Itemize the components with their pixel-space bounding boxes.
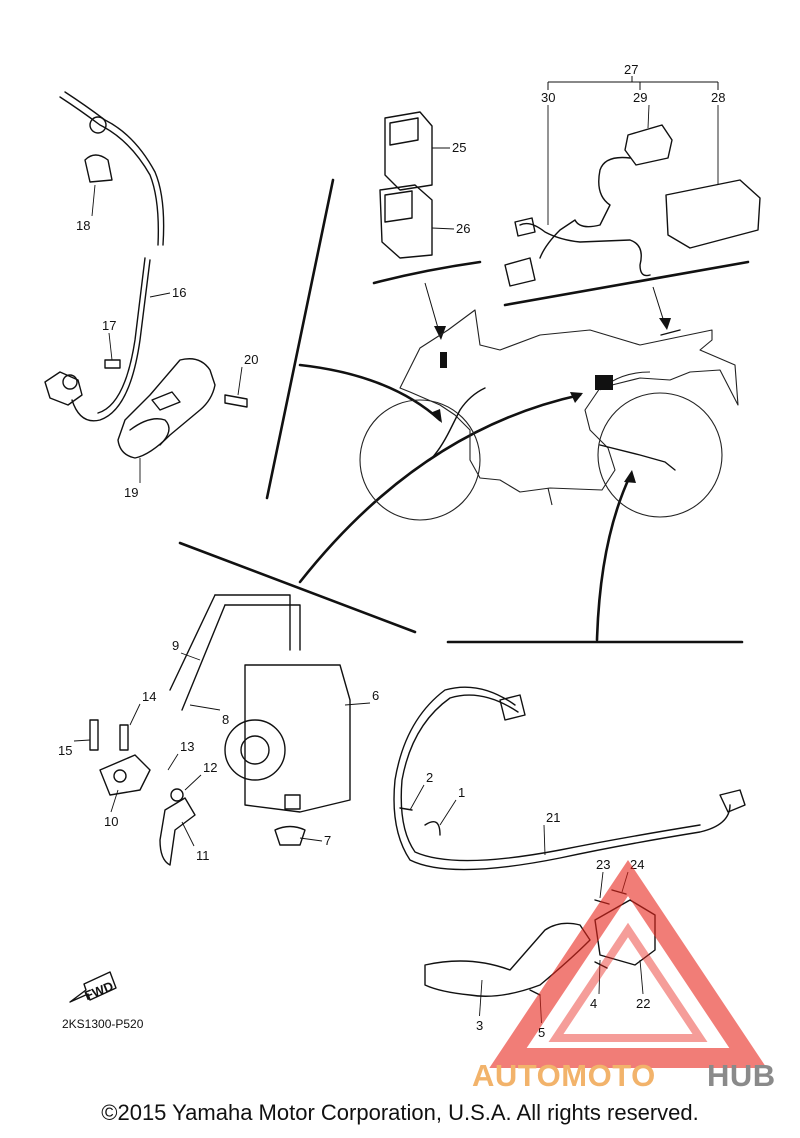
leader-13 bbox=[167, 753, 179, 771]
callout-15: 15 bbox=[58, 743, 72, 758]
leader-14 bbox=[129, 703, 141, 726]
callout-2: 2 bbox=[426, 770, 433, 785]
callout-10: 10 bbox=[104, 814, 118, 829]
couplers bbox=[379, 111, 433, 259]
leader-26 bbox=[431, 227, 455, 230]
diagram-code: 2KS1300-P520 bbox=[62, 1017, 144, 1031]
motorcycle-outline bbox=[359, 309, 739, 521]
callout-6: 6 bbox=[372, 688, 379, 703]
leader-17 bbox=[108, 332, 113, 361]
callout-14: 14 bbox=[142, 689, 156, 704]
watermark-part2: HUB bbox=[707, 1058, 776, 1093]
leader-8 bbox=[189, 704, 221, 711]
callout-1: 1 bbox=[458, 785, 465, 800]
callout-4: 4 bbox=[590, 996, 597, 1011]
leader-3 bbox=[479, 979, 483, 1017]
leader-18 bbox=[91, 184, 96, 217]
callout-7: 7 bbox=[324, 833, 331, 848]
callout-leaders bbox=[73, 104, 719, 1024]
leader-20 bbox=[237, 366, 243, 396]
callout-20: 20 bbox=[244, 352, 258, 367]
callout-19: 19 bbox=[124, 485, 138, 500]
copyright-notice: ©2015 Yamaha Motor Corporation, U.S.A. A… bbox=[101, 1100, 699, 1125]
callout-13: 13 bbox=[180, 739, 194, 754]
callout-22: 22 bbox=[636, 996, 650, 1011]
callout-27: 27 bbox=[624, 62, 638, 77]
leader-22 bbox=[639, 959, 644, 995]
leader-4 bbox=[598, 959, 601, 995]
leader-9 bbox=[180, 652, 201, 661]
section-lines bbox=[178, 178, 750, 644]
callout-3: 3 bbox=[476, 1018, 483, 1033]
callout-26: 26 bbox=[456, 221, 470, 236]
leader-6 bbox=[344, 702, 371, 706]
callout-16: 16 bbox=[172, 285, 186, 300]
callout-23: 23 bbox=[596, 857, 610, 872]
callout-25: 25 bbox=[452, 140, 466, 155]
leader-12 bbox=[184, 774, 202, 791]
hydraulic-unit bbox=[89, 594, 351, 866]
callout-17: 17 bbox=[102, 318, 116, 333]
leader-15 bbox=[73, 739, 91, 742]
watermark-part1: AUTOMOTO bbox=[472, 1058, 656, 1093]
callout-5: 5 bbox=[538, 1025, 545, 1040]
callout-24: 24 bbox=[630, 857, 644, 872]
sensor-assembly-front bbox=[44, 91, 248, 459]
callout-9: 9 bbox=[172, 638, 179, 653]
callout-28: 28 bbox=[711, 90, 725, 105]
callout-21: 21 bbox=[546, 810, 560, 825]
leader-2 bbox=[409, 784, 425, 811]
callout-12: 12 bbox=[203, 760, 217, 775]
watermark-logo: AUTOMOTO HUB bbox=[472, 859, 776, 1093]
callout-29: 29 bbox=[633, 90, 647, 105]
leader-23 bbox=[599, 871, 604, 899]
callout-8: 8 bbox=[222, 712, 229, 727]
fwd-arrow-icon: FWD bbox=[69, 971, 117, 1003]
leader-29 bbox=[647, 104, 650, 129]
callout-18: 18 bbox=[76, 218, 90, 233]
leader-7 bbox=[299, 837, 323, 842]
leader-11 bbox=[181, 821, 195, 847]
leader-21 bbox=[543, 824, 546, 856]
leader-16 bbox=[149, 292, 171, 298]
callout-30: 30 bbox=[541, 90, 555, 105]
leader-10 bbox=[110, 789, 119, 813]
sub-harness bbox=[504, 76, 761, 287]
callout-11: 11 bbox=[196, 848, 210, 863]
leader-1 bbox=[439, 799, 457, 826]
